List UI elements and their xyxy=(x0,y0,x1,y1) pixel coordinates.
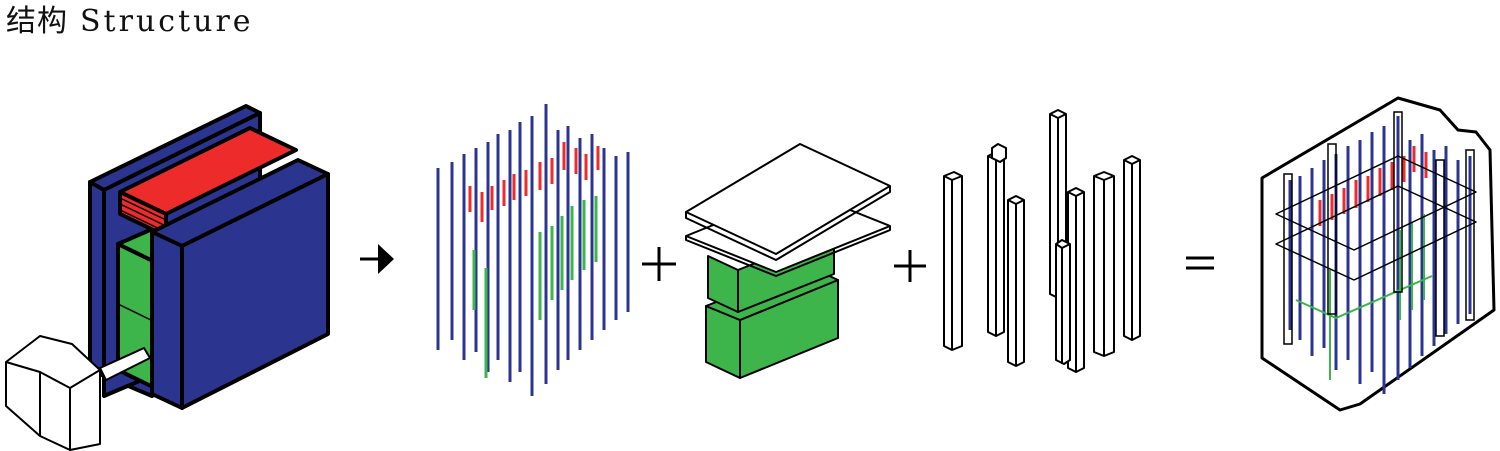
column-member xyxy=(1067,187,1085,373)
red-columns xyxy=(468,142,600,222)
combined-white-columns xyxy=(1283,111,1475,345)
column-member xyxy=(943,171,963,351)
column-members xyxy=(943,109,1141,373)
adjacent-building xyxy=(5,335,101,451)
column-member xyxy=(987,151,1005,337)
column-member xyxy=(1007,195,1025,367)
column-member xyxy=(991,143,1007,163)
plus-operator-1 xyxy=(642,247,676,281)
plus-operator-2 xyxy=(894,250,926,282)
title-chinese: 结构 xyxy=(6,4,68,39)
front-slab-face xyxy=(180,172,330,410)
equals-operator xyxy=(1186,256,1214,270)
green-columns xyxy=(472,196,598,378)
column-member xyxy=(1123,155,1141,341)
title-english: Structure xyxy=(80,4,254,39)
arrow-operator xyxy=(360,244,394,274)
combined-red-columns xyxy=(1318,146,1428,226)
bridge-tube xyxy=(99,347,151,381)
combined-green-columns xyxy=(1295,214,1433,380)
column-grid xyxy=(436,104,630,396)
front-slab-edge xyxy=(150,230,184,410)
slabs-and-core xyxy=(685,143,891,379)
green-floor-line xyxy=(117,303,156,323)
blue-columns xyxy=(436,104,630,396)
column-member xyxy=(1093,171,1115,357)
massing-model xyxy=(5,104,330,451)
combined-structure xyxy=(1260,96,1496,412)
column-member xyxy=(1055,239,1071,365)
page-title: 结构 Structure xyxy=(6,2,254,42)
